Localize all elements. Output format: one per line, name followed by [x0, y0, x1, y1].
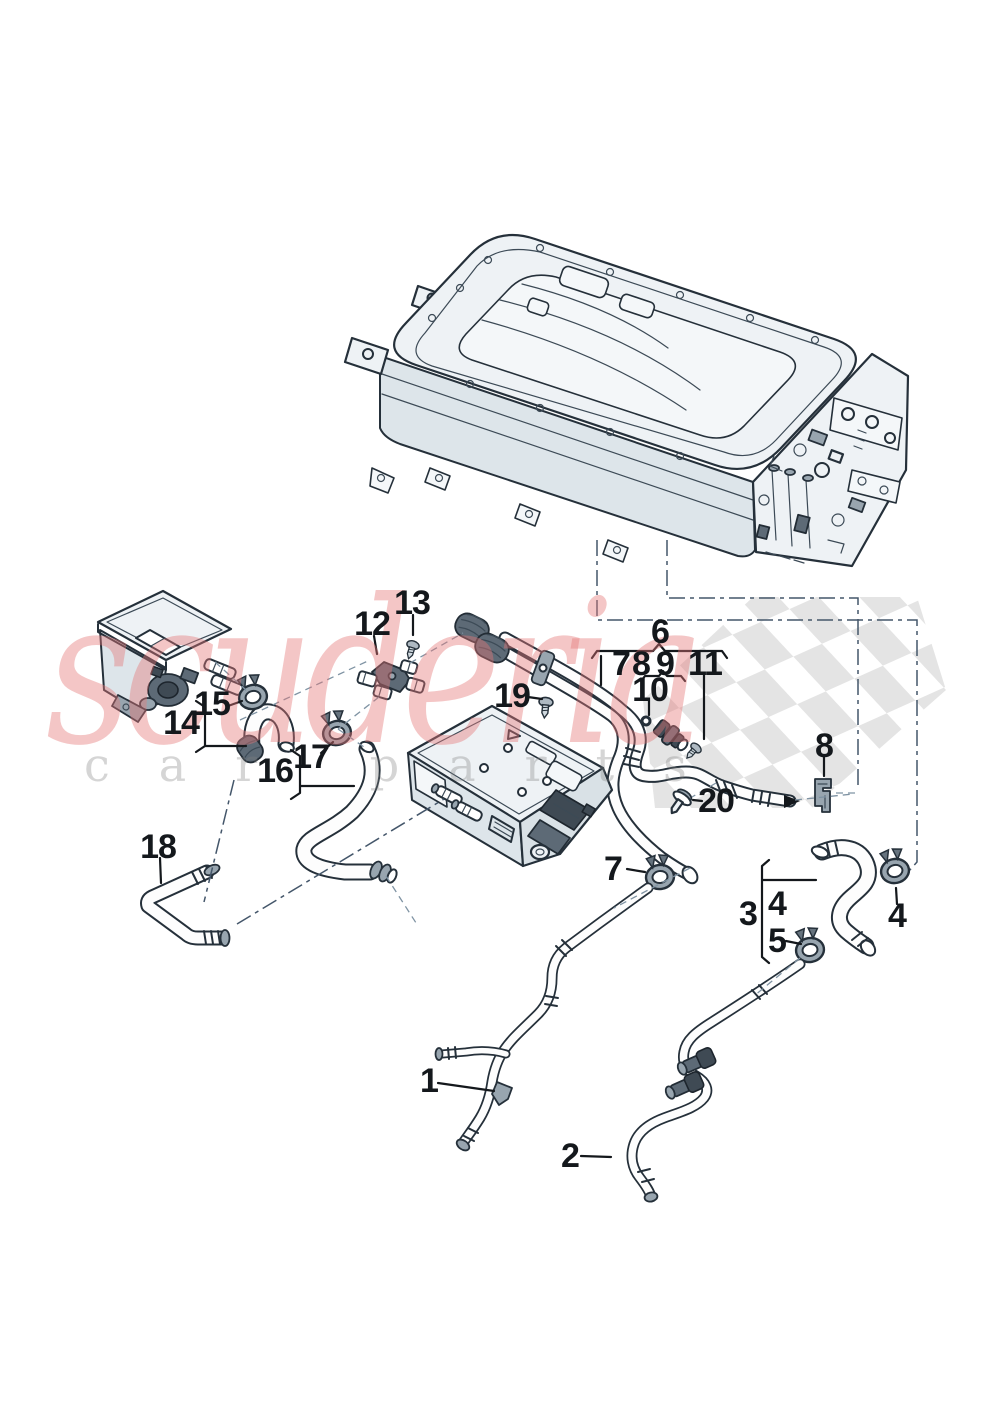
screw-13	[401, 638, 421, 662]
boundary-leader-lines	[596, 540, 918, 883]
callout-leader-lines	[158, 613, 899, 1159]
part-label-7b: 7	[604, 850, 623, 888]
part-label-8a: 8	[632, 645, 651, 683]
pipe-1-drawing	[434, 867, 691, 1152]
part-label-18: 18	[140, 828, 177, 866]
part-label-2: 2	[561, 1137, 580, 1175]
hose-3-4	[810, 839, 877, 957]
hose-16	[295, 740, 398, 884]
part-label-14: 14	[163, 704, 200, 742]
part-label-11: 11	[688, 645, 723, 683]
part-label-5: 5	[768, 922, 787, 960]
part-label-15: 15	[194, 685, 231, 723]
part-label-9: 9	[656, 645, 675, 683]
part-label-13: 13	[394, 584, 431, 622]
heater-module-drawing	[96, 589, 244, 723]
o-ring-10	[640, 715, 652, 727]
bolt-20	[670, 788, 693, 815]
part-label-6: 6	[651, 613, 670, 651]
clamp-5	[791, 924, 828, 966]
clamp-4	[875, 845, 913, 887]
part-label-12: 12	[354, 605, 391, 643]
battery-pack-drawing	[343, 233, 910, 568]
part-label-19: 19	[494, 677, 531, 715]
part-label-20: 20	[698, 782, 735, 820]
hose-18	[140, 863, 231, 947]
pipe-2-drawing	[626, 957, 806, 1203]
part-label-17: 17	[293, 738, 330, 776]
part-label-16: 16	[257, 752, 294, 790]
hose-14-elbow	[236, 703, 295, 764]
alignment-lines	[203, 632, 854, 927]
part-label-8b: 8	[815, 727, 834, 765]
part-label-4a: 4	[768, 885, 787, 923]
part-label-10: 10	[632, 671, 669, 709]
part-label-3: 3	[739, 895, 758, 933]
part-label-4b: 4	[888, 897, 907, 935]
screw-19	[536, 695, 555, 720]
part-label-1: 1	[420, 1062, 439, 1100]
t-connector-12	[356, 659, 426, 701]
part-label-7a: 7	[612, 645, 631, 683]
checkered-flag-watermark	[643, 597, 946, 808]
retaining-clip-8	[814, 778, 832, 813]
control-unit-drawing	[406, 704, 614, 868]
sensor-9	[652, 719, 689, 752]
